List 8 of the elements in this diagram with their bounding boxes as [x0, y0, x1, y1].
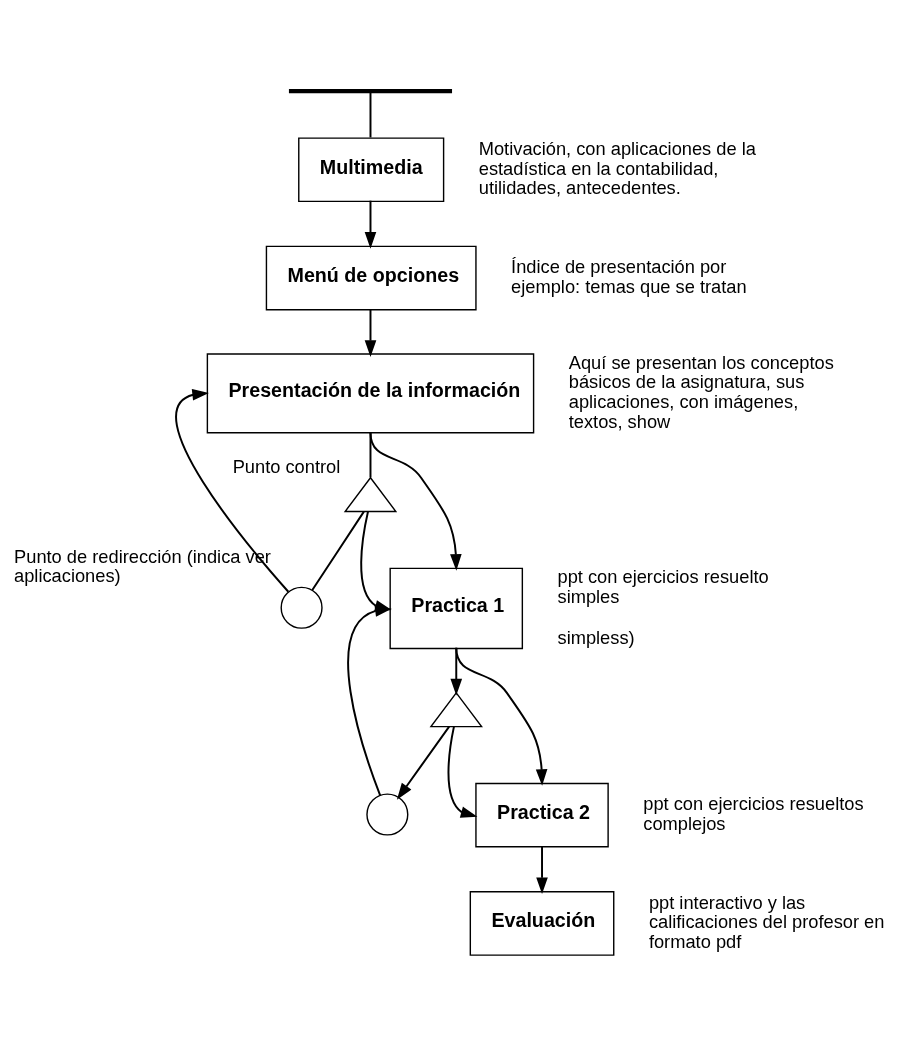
node-label: ppt con ejercicios resuelto simples [557, 565, 769, 607]
node-label: Índice de presentación por ejemplo: temas que se tratan [511, 255, 747, 297]
node-label: ppt con ejercicios resueltos complejos [643, 792, 864, 834]
node-label: ppt interactivo y las calificaciones del profesor en formato pdf [648, 891, 885, 952]
node-label: simpless) [557, 626, 635, 648]
node-label: Motivación, con aplicaciones de la estadística en la contabilidad, utilidades, antecedentes. [478, 137, 756, 198]
node-label: Aquí se presentan los conceptos básicos de la asignatura, sus aplicaciones, con imágenes, textos, show [568, 351, 834, 432]
node-label: Punto control [232, 455, 341, 477]
